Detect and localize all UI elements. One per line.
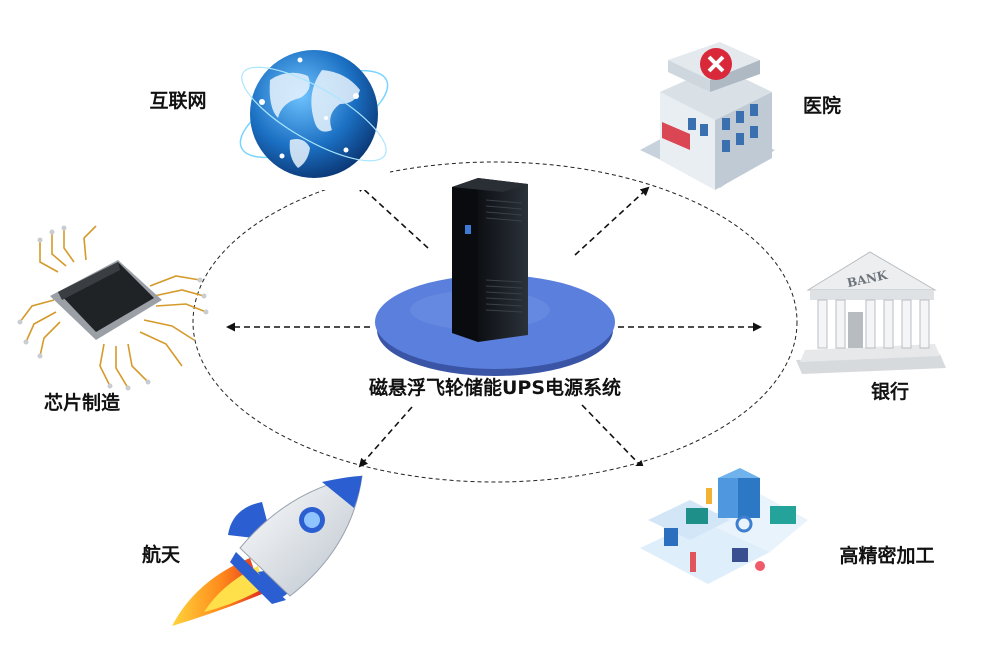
rocket-icon (172, 475, 363, 626)
node-precision: 高精密加工 (632, 466, 935, 586)
arrow-to-aerospace (358, 406, 413, 468)
node-label-precision: 高精密加工 (839, 544, 934, 567)
arrow-to-hospital (574, 186, 650, 256)
ups-cabinet-icon (452, 178, 528, 342)
arrow-to-internet (356, 182, 429, 249)
connection-arrows (226, 182, 762, 470)
node-label-hospital: 医院 (803, 94, 841, 117)
node-aerospace: 航天 (142, 475, 363, 626)
node-label-internet: 互联网 (149, 90, 206, 112)
bank-icon: BANK (796, 251, 946, 374)
node-label-bank: 银行 (871, 380, 909, 403)
precision-factory-icon (640, 468, 808, 584)
node-label-chip: 芯片制造 (44, 391, 121, 414)
node-bank: BANK 银行 (796, 251, 946, 403)
ups-system: 磁悬浮飞轮储能UPS电源系统 (369, 178, 621, 399)
hospital-icon (640, 42, 775, 190)
connection-orbit (192, 161, 798, 483)
node-chip: 芯片制造 (17, 225, 209, 414)
center-label: 磁悬浮飞轮储能UPS电源系统 (369, 376, 621, 399)
chip-icon (17, 225, 209, 391)
node-hospital: 医院 (640, 42, 841, 190)
node-label-aerospace: 航天 (142, 543, 181, 566)
globe-icon (239, 50, 389, 178)
arrow-to-precision (581, 404, 645, 470)
node-internet: 互联网 (149, 32, 390, 190)
